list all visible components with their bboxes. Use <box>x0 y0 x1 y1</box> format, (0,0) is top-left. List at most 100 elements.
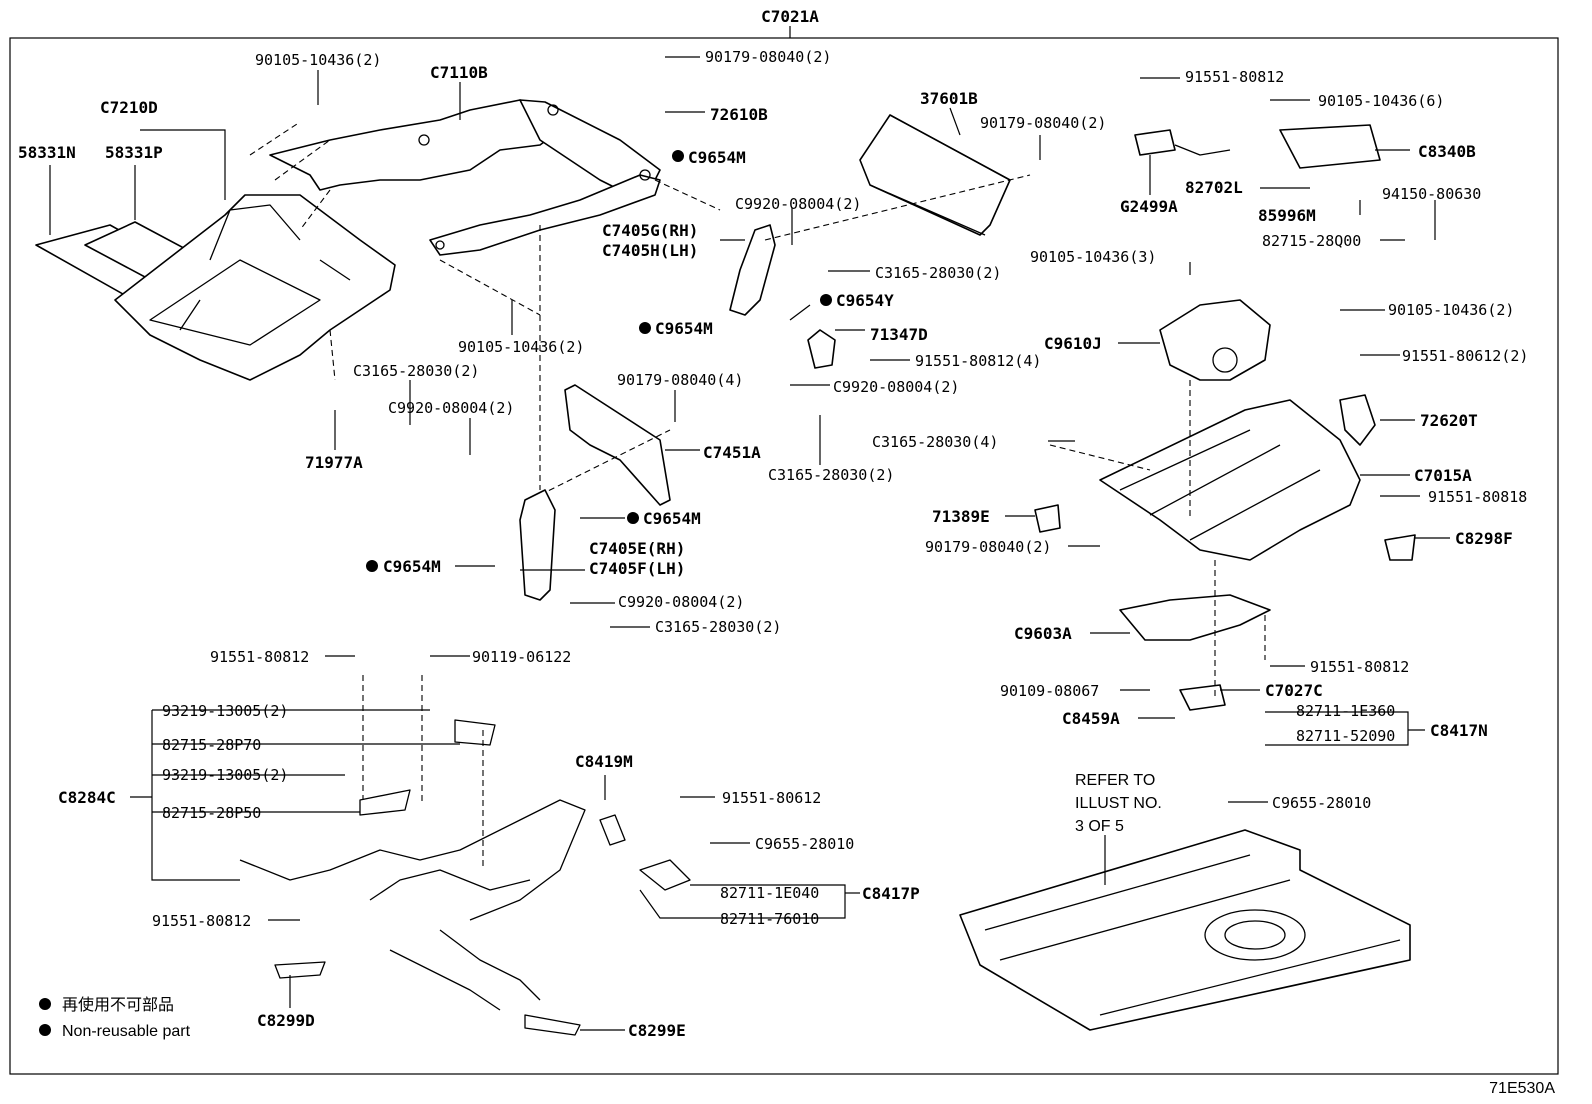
leader-lines <box>49 56 1450 1031</box>
part-label: 82711-52090 <box>1296 727 1395 745</box>
part-label: 93219-13005(2) <box>162 702 288 720</box>
part-label: C8299E <box>628 1021 686 1040</box>
part-label: 82711-1E360 <box>1296 702 1395 720</box>
c7451a-plate-drawing <box>564 384 671 506</box>
part-label: 82715-28Q00 <box>1262 232 1361 250</box>
part-label: 91551-80812(4) <box>915 352 1041 370</box>
part-label: 93219-13005(2) <box>162 766 288 784</box>
part-label: 72610B <box>710 105 768 124</box>
part-label: 91551-80612 <box>722 789 821 807</box>
diagram-border <box>9 37 1559 1075</box>
part-label: C9920-08004(2) <box>388 399 514 417</box>
part-label: 71977A <box>305 453 363 472</box>
part-label: C7405H(LH) <box>602 241 698 260</box>
part-label: 71347D <box>870 325 928 344</box>
non-reusable-marker <box>639 322 651 334</box>
wire-harness-drawing <box>239 799 586 921</box>
part-label: 82711-1E040 <box>720 884 819 902</box>
seat-frame-drawing <box>35 99 661 381</box>
part-label: 90105-10436(2) <box>458 338 584 356</box>
legend-dot-icon <box>39 1024 51 1036</box>
part-label: 90109-08067 <box>1000 682 1099 700</box>
refer-note-line: ILLUST NO. <box>1075 795 1162 812</box>
non-reusable-marker <box>366 560 378 572</box>
71347d-drawing <box>807 329 836 369</box>
part-label: C8417N <box>1430 721 1488 740</box>
c7405e-bracket-drawing <box>519 489 556 601</box>
part-label: 90119-06122 <box>472 648 571 666</box>
part-label: C7110B <box>430 63 488 82</box>
part-label: 91551-80612(2) <box>1402 347 1528 365</box>
part-label: 82715-28P70 <box>162 736 261 754</box>
part-label: 90179-08040(2) <box>980 114 1106 132</box>
part-label: 91551-80818 <box>1428 488 1527 506</box>
part-label: C7027C <box>1265 681 1323 700</box>
part-label: C9920-08004(2) <box>833 378 959 396</box>
legend-text-en: Non-reusable part <box>62 1023 191 1040</box>
part-label: 90105-10436(3) <box>1030 248 1156 266</box>
refer-note-line: REFER TO <box>1075 772 1155 789</box>
part-label: 91551-80812 <box>1310 658 1409 676</box>
part-label: C3165-28030(4) <box>872 433 998 451</box>
part-label: 91551-80812 <box>1185 68 1284 86</box>
part-label: G2499A <box>1120 197 1178 216</box>
part-label: 82702L <box>1185 178 1243 197</box>
part-label: 90105-10436(6) <box>1318 92 1444 110</box>
seat-rail-assembly-drawing <box>959 829 1411 1031</box>
non-reusable-marker <box>672 150 684 162</box>
part-label: C9654M <box>643 509 701 528</box>
part-label: C9655-28010 <box>1272 794 1371 812</box>
part-label: 90105-10436(2) <box>1388 301 1514 319</box>
assembly-label-c7021a: C7021A <box>761 7 819 26</box>
diagram-code: 71E530A <box>1489 1080 1555 1097</box>
part-label: C8298F <box>1455 529 1513 548</box>
part-label: 71389E <box>932 507 990 526</box>
part-label: 85996M <box>1258 206 1316 225</box>
part-label: 90179-08040(2) <box>925 538 1051 556</box>
legend-text-jp: 再使用不可部品 <box>62 996 174 1014</box>
part-label: C9610J <box>1044 334 1102 353</box>
part-label: 58331N <box>18 143 76 162</box>
part-label: C7405F(LH) <box>589 559 685 578</box>
part-label: 91551-80812 <box>210 648 309 666</box>
part-label: 90179-08040(4) <box>617 371 743 389</box>
non-reusable-marker <box>820 294 832 306</box>
part-label: 72620T <box>1420 411 1478 430</box>
part-label: C8340B <box>1418 142 1476 161</box>
part-label: C3165-28030(2) <box>655 618 781 636</box>
part-label: C7015A <box>1414 466 1472 485</box>
part-label: 37601B <box>920 89 978 108</box>
part-label: 90105-10436(2) <box>255 51 381 69</box>
part-label: C8459A <box>1062 709 1120 728</box>
part-label: 94150-80630 <box>1382 185 1481 203</box>
part-label: 82711-76010 <box>720 910 819 928</box>
part-label: C3165-28030(2) <box>353 362 479 380</box>
part-label: C8284C <box>58 788 116 807</box>
part-label: 58331P <box>105 143 163 162</box>
refer-note: REFER TO ILLUST NO. 3 OF 5 <box>1075 772 1162 835</box>
part-label: 90179-08040(2) <box>705 48 831 66</box>
part-label: C9654M <box>688 148 746 167</box>
part-label: C9654M <box>383 557 441 576</box>
part-labels: 90105-10436(2) C7110B C7210D 58331N 5833… <box>18 48 1528 1040</box>
part-label: C3165-28030(2) <box>875 264 1001 282</box>
part-label: C7451A <box>703 443 761 462</box>
part-label: C9920-08004(2) <box>735 195 861 213</box>
part-label: 91551-80812 <box>152 912 251 930</box>
part-label: C7210D <box>100 98 158 117</box>
legend: 再使用不可部品 Non-reusable part <box>39 996 191 1040</box>
part-label: C9603A <box>1014 624 1072 643</box>
part-label: C3165-28030(2) <box>768 466 894 484</box>
part-label: C7405E(RH) <box>589 539 685 558</box>
part-label: C8299D <box>257 1011 315 1030</box>
37601b-drawing <box>859 114 1011 236</box>
part-label: C8419M <box>575 752 633 771</box>
seat-track-mechanism-drawing <box>1034 124 1416 711</box>
part-label: C8417P <box>862 884 920 903</box>
part-label: 82715-28P50 <box>162 804 261 822</box>
part-label: C9920-08004(2) <box>618 593 744 611</box>
non-reusable-marker <box>627 512 639 524</box>
part-label: C9655-28010 <box>755 835 854 853</box>
